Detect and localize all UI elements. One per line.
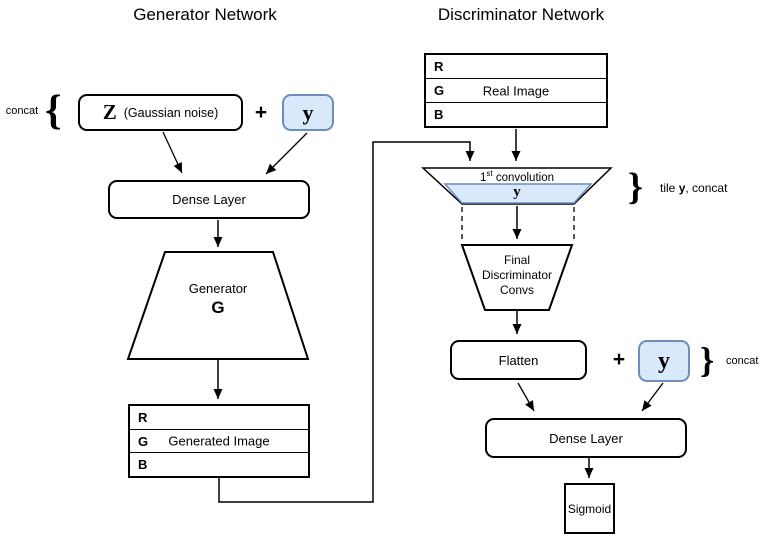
channel-label-g: G <box>434 83 445 98</box>
arrow-y-to-dense <box>265 132 308 175</box>
real-image-row-r: R <box>426 55 606 79</box>
conv1-ordinal: st <box>486 169 493 178</box>
generator-concat-label: concat <box>5 105 39 117</box>
channel-label-b: B <box>434 107 444 122</box>
arrow-y-to-dense-disc <box>641 382 664 412</box>
generator-trapezoid-label: Generator <box>188 281 248 296</box>
final-convs-text: Final Discriminator Convs <box>462 253 572 298</box>
sigmoid-box: Sigmoid <box>564 483 615 534</box>
conv1-word: convolution <box>492 171 554 184</box>
generator-plus-sign: + <box>254 100 268 124</box>
discriminator-plus-sign: + <box>612 348 626 371</box>
generator-network-title: Generator Network <box>133 5 277 24</box>
tile-concat-brace: } <box>628 166 643 208</box>
discriminator-condition-box: y <box>638 340 690 382</box>
generator-dense-layer: Dense Layer <box>108 180 310 219</box>
tile-y: y <box>678 181 686 195</box>
real-image-row-g: G <box>426 79 606 103</box>
final-convs-line3: Convs <box>499 283 534 297</box>
flatten-box: Flatten <box>450 340 587 380</box>
channel-label-r: R <box>434 59 444 74</box>
y-symbol-discriminator: y <box>658 347 670 374</box>
real-image-box: R G B Real Image <box>424 53 608 128</box>
connector-generated-image-to-discriminator <box>218 141 475 503</box>
generated-image-box: R G B Generated Image <box>128 404 310 478</box>
generator-concat-brace: { <box>45 88 62 134</box>
final-convs-line2: Discriminator <box>481 268 552 282</box>
tile-prefix: tile <box>660 181 679 195</box>
discriminator-network-title: Discriminator Network <box>437 5 605 24</box>
concat-label: concat <box>726 355 759 367</box>
tiled-y-symbol: y <box>513 184 521 200</box>
arrow-flatten-to-dense <box>517 382 535 412</box>
generated-image-label: Generated Image <box>168 433 270 449</box>
real-image-row-b: B <box>426 103 606 126</box>
tile-suffix: , concat <box>685 181 728 195</box>
gaussian-noise-caption: (Gaussian noise) <box>123 105 219 120</box>
generator-g-symbol: G <box>211 298 225 317</box>
discriminator-dense-label: Dense Layer <box>549 430 623 446</box>
tiled-y-region <box>443 183 593 204</box>
first-convolution-label: 1st convolution <box>447 169 587 184</box>
generator-trapezoid <box>126 251 310 360</box>
channel-label-g: G <box>138 433 149 449</box>
tile-concat-label: tile y, concat <box>660 181 760 195</box>
conv1-number: 1 <box>479 171 487 184</box>
generated-image-row-r: R <box>130 406 308 430</box>
y-symbol-generator: y <box>302 99 314 125</box>
final-convs-line1: Final <box>503 253 530 267</box>
sigmoid-label: Sigmoid <box>567 501 612 516</box>
flatten-label: Flatten <box>498 352 539 368</box>
concat-brace: } <box>700 340 715 380</box>
noise-input-box: Z (Gaussian noise) <box>78 94 243 131</box>
generated-image-row-b: B <box>130 453 308 476</box>
generated-image-row-g: G <box>130 430 308 454</box>
generator-dense-label: Dense Layer <box>172 192 246 207</box>
discriminator-dense-layer: Dense Layer <box>485 418 687 458</box>
real-image-label: Real Image <box>482 83 550 98</box>
generator-condition-box: y <box>282 94 334 131</box>
arrow-z-to-dense <box>162 131 183 174</box>
z-symbol: Z <box>102 100 117 124</box>
generator-trapezoid-text: Generator G <box>148 281 288 318</box>
channel-label-r: R <box>138 409 148 425</box>
channel-label-b: B <box>138 457 148 473</box>
final-convs-trapezoid <box>460 244 574 311</box>
